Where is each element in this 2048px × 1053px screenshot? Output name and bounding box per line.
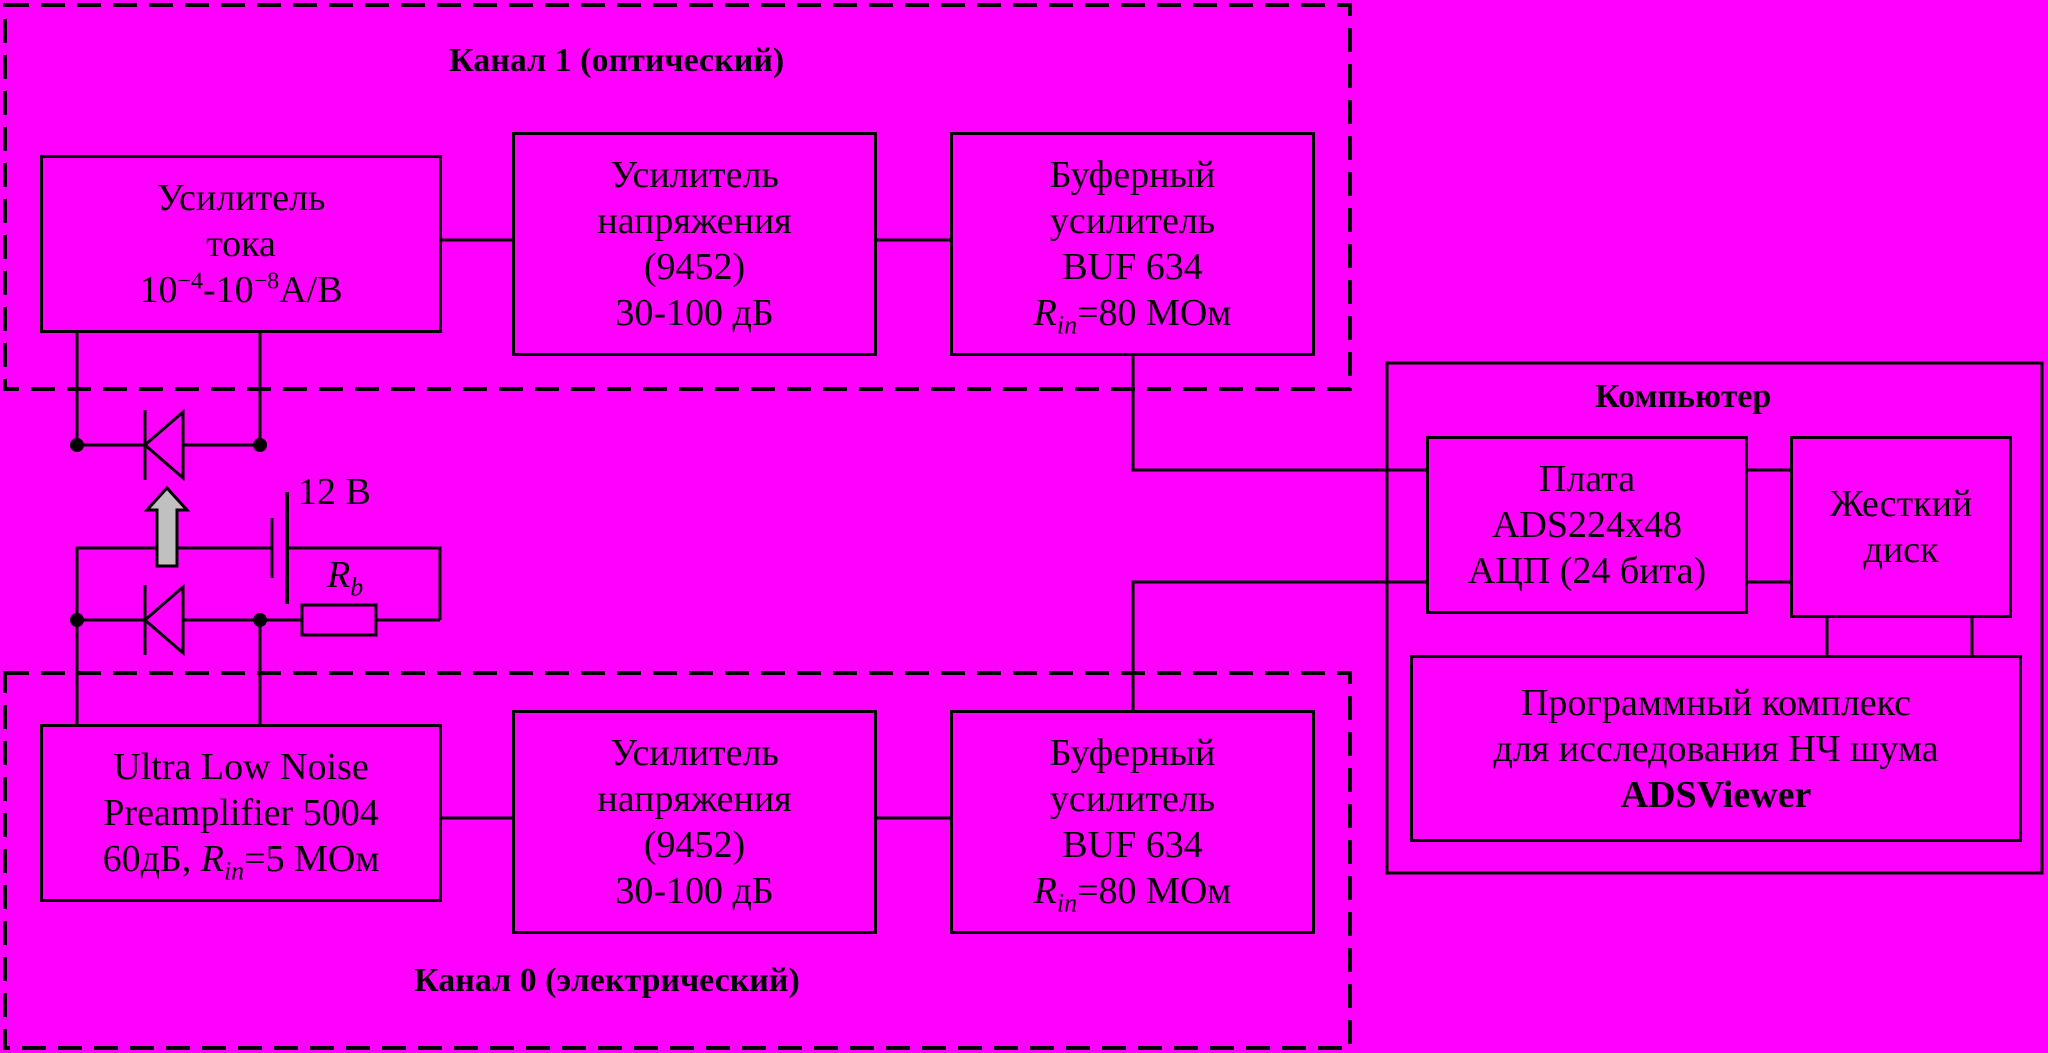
buffer-amp-0-resistance: Rin=80 МОм: [1033, 870, 1232, 918]
voltage-amp-1-line3: (9452): [643, 246, 746, 288]
resistor-symbol: [300, 603, 378, 637]
voltage-amplifier-1-block: [512, 132, 877, 356]
buffer-amp-1-resistance: Rin=80 МОм: [1033, 292, 1232, 340]
battery-label: 12 В: [298, 471, 371, 513]
software-text: Программный комплекс для исследования НЧ…: [1410, 655, 2022, 842]
current-amp-range: 10−4-10−8А/В: [139, 268, 343, 311]
buffer-amp-0-line3: BUF 634: [1062, 824, 1203, 866]
adc-board-text: Плата ADS224x48 АЦП (24 бита): [1426, 436, 1748, 614]
channel0-frame: [3, 671, 1352, 1050]
photodiode-symbol: [142, 408, 185, 482]
resistor-label: Rb: [327, 554, 364, 602]
software-block: [1410, 655, 2022, 842]
hard-disk-text: Жесткий диск: [1790, 436, 2012, 618]
buffer-amp-0-line1: Буферный: [1049, 732, 1216, 774]
disk-line1: Жесткий: [1829, 483, 1973, 525]
voltage-amp-0-line3: (9452): [643, 824, 746, 866]
voltage-amplifier-0-block: [512, 710, 877, 934]
battery-symbol: [270, 492, 289, 604]
light-arrow-icon: [143, 485, 191, 568]
buffer-amplifier-1-block: [950, 132, 1315, 356]
current-amplifier-block: [40, 155, 442, 333]
voltage-amp-1-line2: напряжения: [597, 200, 792, 242]
connection-wires: [75, 238, 1974, 820]
preamp-line1: Ultra Low Noise: [113, 746, 369, 788]
preamp-line3: 60дБ, Rin=5 МОм: [102, 838, 380, 886]
preamp-line2: Preamplifier 5004: [103, 792, 379, 834]
voltage-amplifier-0-text: Усилитель напряжения (9452) 30-100 дБ: [512, 710, 877, 934]
voltage-amp-1-line4: 30-100 дБ: [615, 292, 774, 334]
buffer-amplifier-0-text: Буферный усилитель BUF 634 Rin=80 МОм: [950, 710, 1315, 934]
software-line2: для исследования НЧ шума: [1493, 727, 1939, 770]
voltage-amp-0-line1: Усилитель: [610, 732, 779, 774]
buffer-amp-0-line2: усилитель: [1049, 778, 1216, 820]
voltage-amp-0-line4: 30-100 дБ: [615, 870, 774, 912]
voltage-amp-0-line2: напряжения: [597, 778, 792, 820]
preamplifier-text: Ultra Low Noise Preamplifier 5004 60дБ, …: [40, 724, 442, 902]
channel1-title: Канал 1 (оптический): [449, 42, 785, 79]
board-line1: Плата: [1538, 458, 1636, 500]
preamplifier-block: [40, 724, 442, 902]
buffer-amp-1-line3: BUF 634: [1062, 246, 1203, 288]
led-symbol: [142, 583, 185, 657]
buffer-amplifier-0-block: [950, 710, 1315, 934]
software-line1: Программный комплекс: [1520, 681, 1912, 724]
computer-title: Компьютер: [1595, 378, 1772, 415]
voltage-amp-1-line1: Усилитель: [610, 154, 779, 196]
disk-line2: диск: [1863, 529, 1939, 571]
current-amp-line1: Усилитель: [156, 177, 326, 219]
board-line2: ADS224x48: [1491, 504, 1683, 546]
current-amp-line2: тока: [206, 223, 276, 265]
channel0-title: Канал 0 (электрический): [414, 962, 800, 999]
buffer-amp-1-line2: усилитель: [1049, 200, 1216, 242]
junction-dots: [70, 438, 267, 627]
hard-disk-block: [1790, 436, 2012, 618]
computer-frame: [1385, 361, 2044, 875]
current-amplifier-text: Усилитель тока 10−4-10−8А/В: [40, 155, 442, 333]
buffer-amplifier-1-text: Буферный усилитель BUF 634 Rin=80 МОм: [950, 132, 1315, 356]
buffer-amp-1-line1: Буферный: [1049, 154, 1216, 196]
adc-board-block: [1426, 436, 1748, 614]
board-line3: АЦП (24 бита): [1467, 550, 1707, 592]
voltage-amplifier-1-text: Усилитель напряжения (9452) 30-100 дБ: [512, 132, 877, 356]
software-name: ADSViewer: [1620, 773, 1812, 816]
